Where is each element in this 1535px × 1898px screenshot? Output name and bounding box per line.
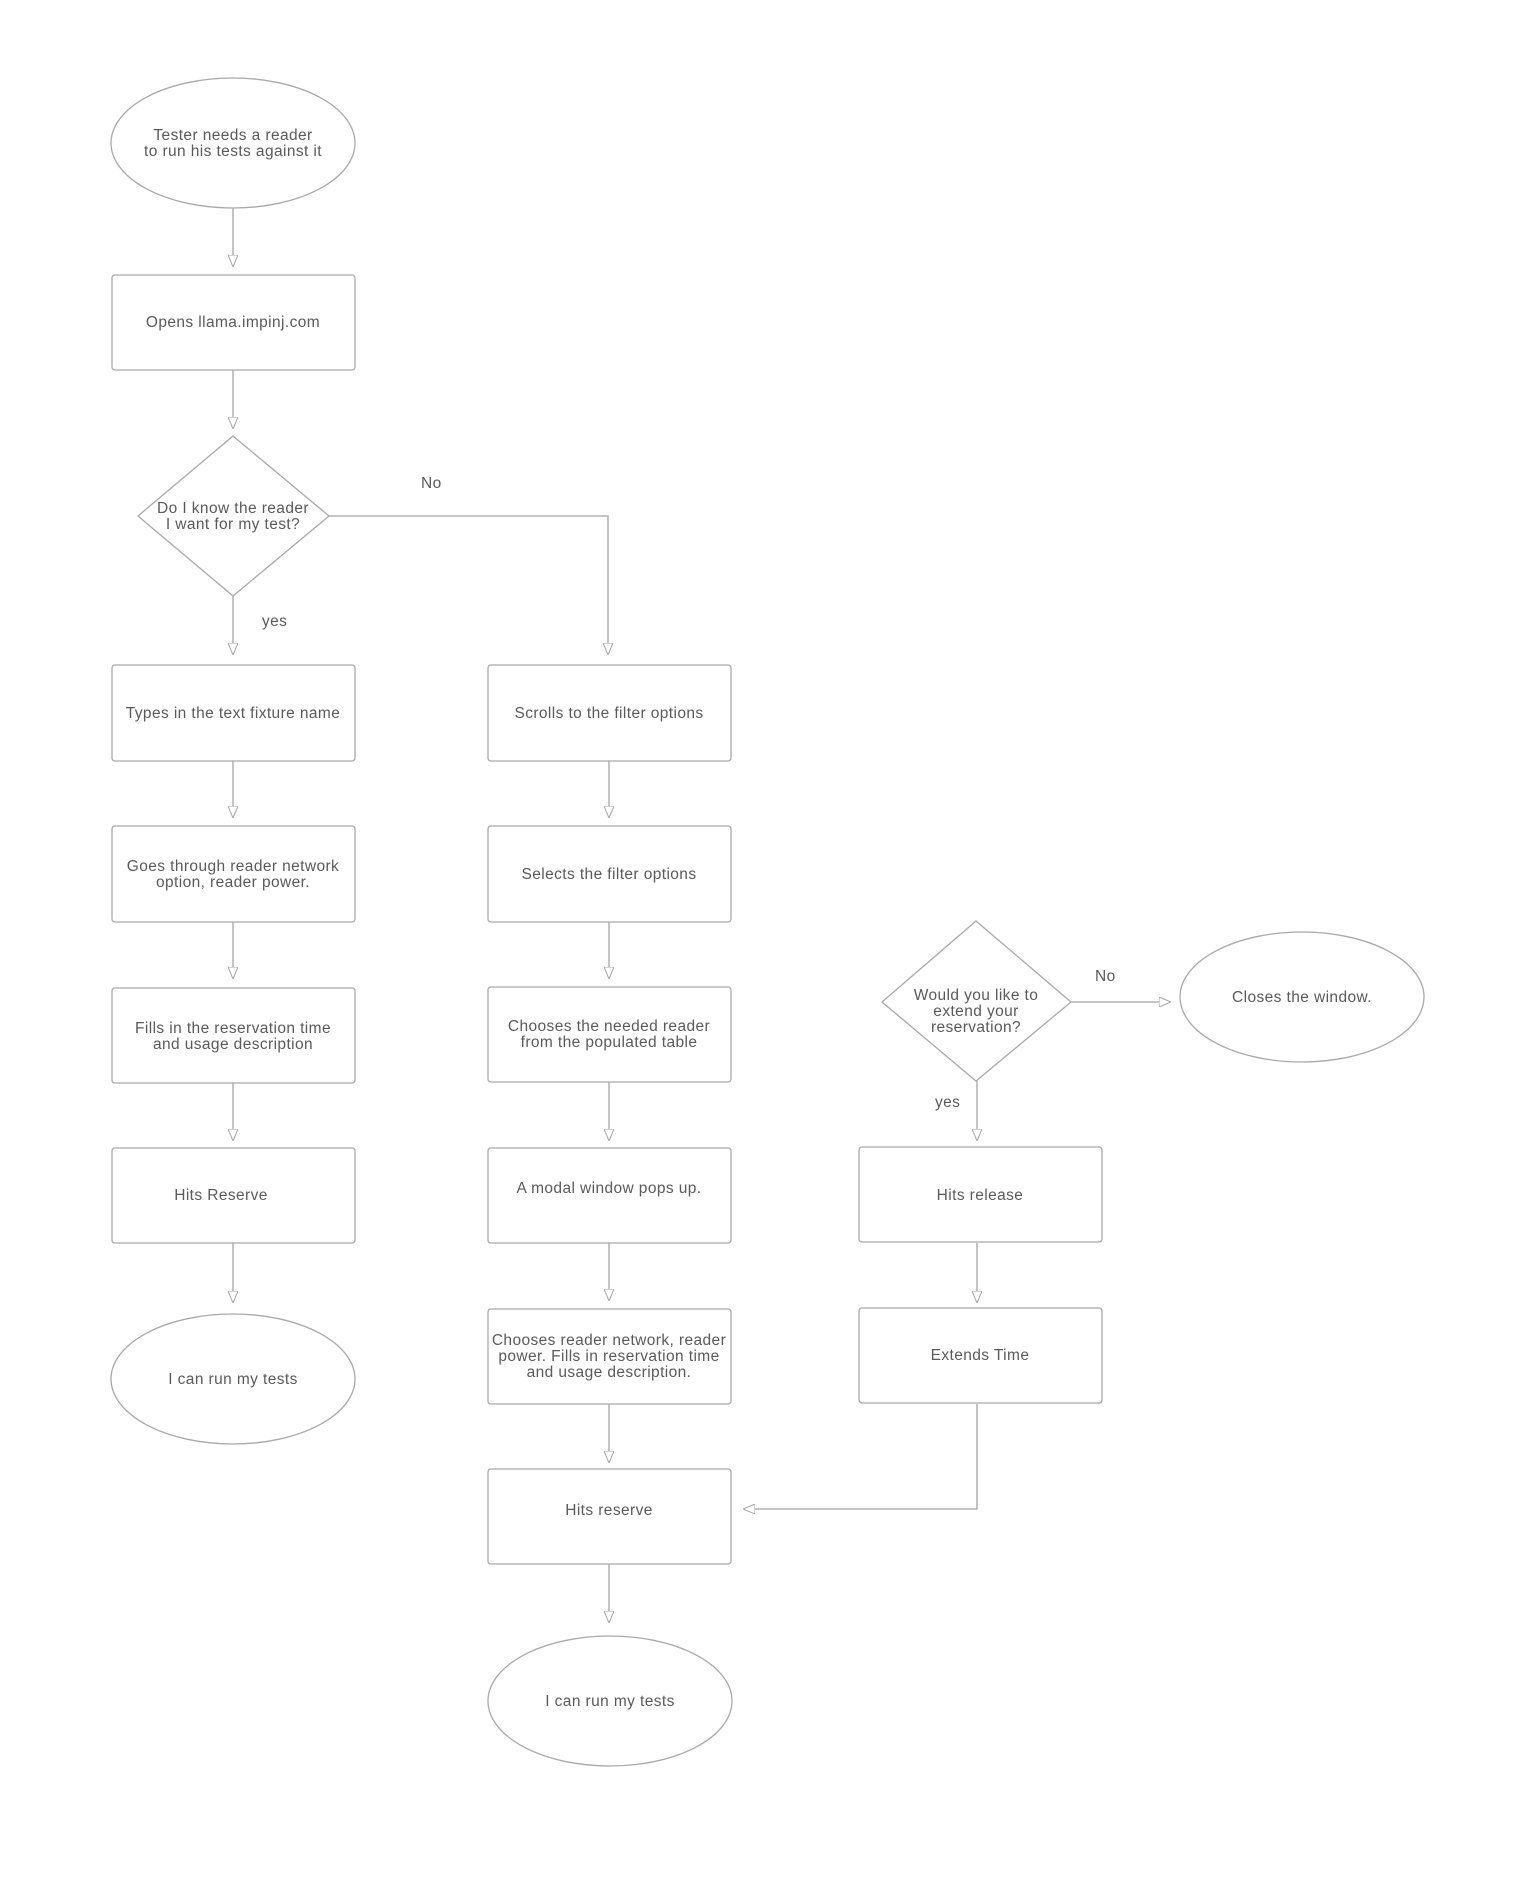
label-line: I want for my test? [166,516,300,533]
closes-window-terminal [1179,931,1425,1063]
run-tests-left-label: I can run my tests [168,1371,298,1388]
modal-process [487,1147,732,1244]
label-line: Goes through reader network [127,858,339,875]
label-line: and usage description [153,1036,313,1053]
label-line: I can run my tests [168,1371,298,1388]
hits-reserve-left-process [111,1147,356,1244]
hits-release-process [858,1146,1103,1243]
extends-time-process [858,1307,1103,1404]
label-line: Hits Reserve [174,1187,268,1204]
label-line: reservation? [931,1019,1021,1036]
label-line: Chooses the needed reader [508,1018,710,1035]
selects-label: Selects the filter options [522,866,697,883]
label-line: option, reader power. [156,874,310,891]
label-line: extend your [933,1003,1018,1020]
label-line: Do I know the reader [157,500,309,517]
hits-reserve-mid-label: Hits reserve [565,1502,652,1519]
label-line: Opens llama.impinj.com [146,314,320,331]
scrolls-label: Scrolls to the filter options [514,705,703,722]
hits-reserve-left-label: Hits Reserve [174,1187,268,1204]
know-no-label: No [421,475,442,492]
edge-decision-no [329,515,608,654]
label-line: Tester needs a reader [153,127,312,144]
hits-release-label: Hits release [937,1187,1024,1204]
label-line: Chooses reader network, reader [492,1332,726,1349]
label-line: Types in the text fixture name [126,705,340,722]
closes-label: Closes the window. [1232,989,1372,1006]
chooses-reader-process [487,986,732,1083]
scrolls-process [487,664,732,762]
goes-through-process [111,825,356,923]
label-line: Hits reserve [565,1502,652,1519]
label-line: from the populated table [521,1034,698,1051]
label-line: to run his tests against it [144,143,322,160]
label-line: I can run my tests [545,1693,675,1710]
start-terminal [110,77,356,209]
extends-time-label: Extends Time [931,1347,1030,1364]
opens-llama-process [111,274,356,371]
modal-label: A modal window pops up. [517,1180,702,1197]
extend-decision [880,920,1073,1082]
hits-reserve-mid-process [487,1468,732,1565]
selects-process [487,825,732,923]
types-fixture-process [111,664,356,762]
fills-in-process [111,987,356,1084]
run-tests-mid-terminal [487,1635,733,1767]
label-line: A modal window pops up. [517,1180,702,1197]
label-line: Extends Time [931,1347,1030,1364]
label-line: Closes the window. [1232,989,1372,1006]
label-line: Fills in the reservation time [135,1020,331,1037]
chooses-network-process [487,1308,732,1405]
label-line: and usage description. [527,1364,692,1381]
run-tests-mid-label: I can run my tests [545,1693,675,1710]
extend-no-label: No [1095,968,1116,985]
types-label: Types in the text fixture name [126,705,340,722]
label-line: Hits release [937,1187,1024,1204]
label-line: Selects the filter options [522,866,697,883]
opens-label: Opens llama.impinj.com [146,314,320,331]
know-reader-decision [136,435,331,597]
know-yes-label: yes [262,613,287,630]
label-line: power. Fills in reservation time [498,1348,719,1365]
label-line: Scrolls to the filter options [514,705,703,722]
extend-yes-label: yes [935,1094,960,1111]
edge-extends-to-reserve [744,1404,978,1509]
label-line: Would you like to [914,987,1039,1004]
run-tests-left-terminal [110,1313,356,1445]
